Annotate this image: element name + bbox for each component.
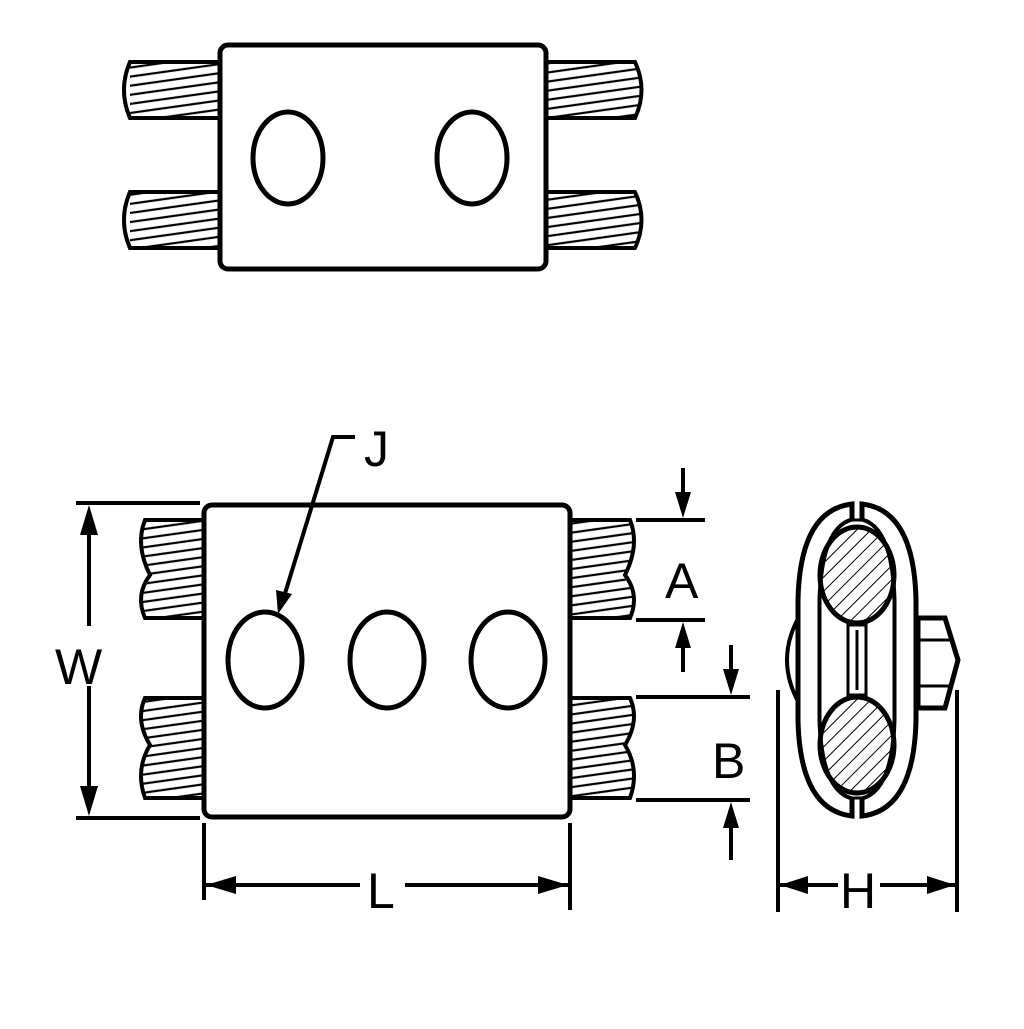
bolt-head-front-center [347,609,427,711]
conductor-section-upper [817,524,897,626]
label-j: J [364,421,389,477]
label-a: A [665,553,699,609]
front-view [139,502,636,820]
top-view [122,42,644,272]
end-view-nut [915,615,961,711]
label-w: W [55,639,103,695]
label-b: B [712,733,745,789]
conductor-section-lower [817,694,897,796]
cable-top-right-lower [543,190,644,250]
cable-top-left-upper [122,60,224,120]
clamp-body-top [217,42,549,272]
cable-top-right-upper [543,60,644,120]
cable-front-right-upper [566,518,636,620]
cable-front-left-lower [139,696,207,800]
label-l: L [367,863,395,919]
cable-top-left-lower [122,190,224,250]
bolt-head-top-right [434,109,510,207]
end-view [785,501,961,819]
bolt-head-front-right [468,609,548,711]
j-leader [276,435,355,614]
bolt-head-top-left [250,109,326,207]
cable-front-left-upper [139,518,207,620]
dimension-b [636,645,750,860]
dimension-h [776,690,959,912]
bolt-head-front-left [225,609,305,711]
dimension-a [636,468,705,672]
cable-front-right-lower [566,696,636,800]
dimension-l [202,823,572,910]
label-h: H [840,863,876,919]
